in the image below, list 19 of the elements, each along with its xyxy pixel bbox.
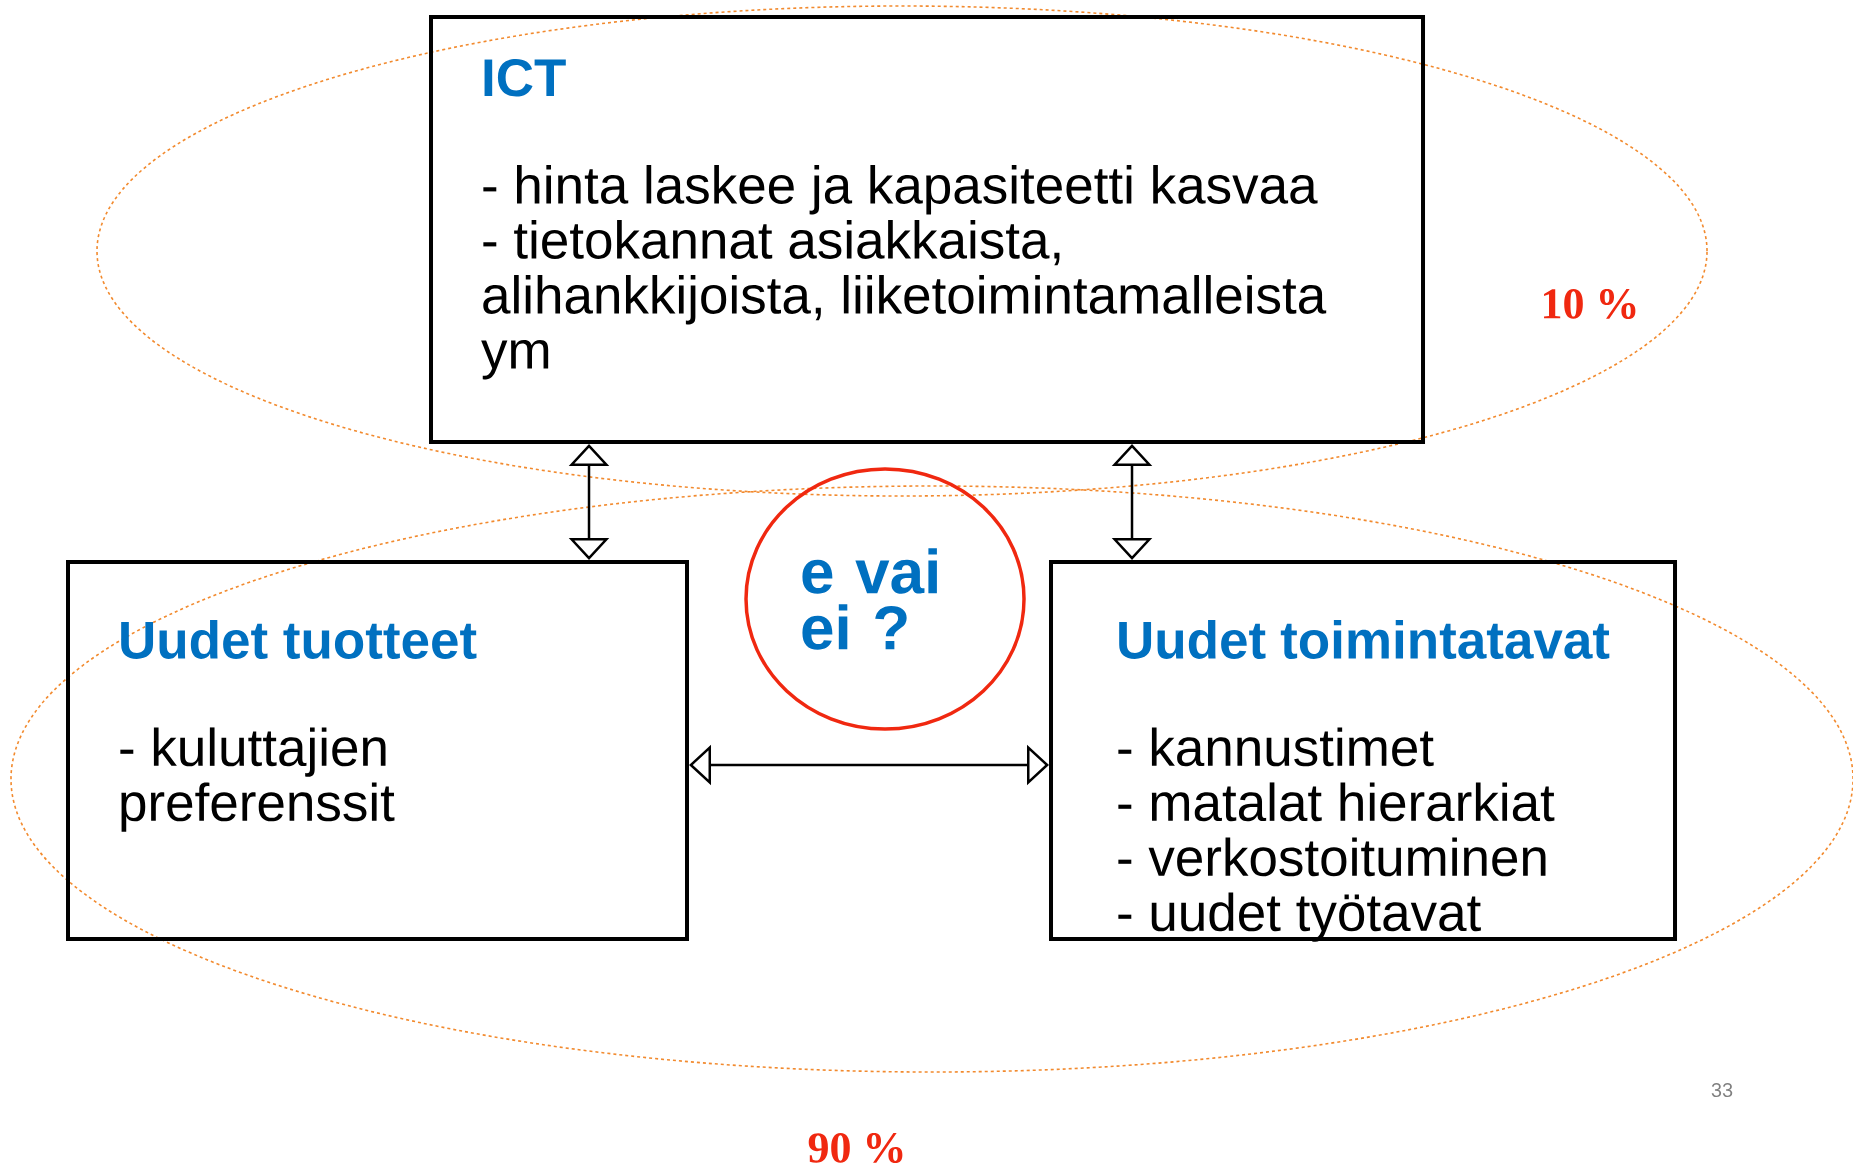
double-arrow <box>689 744 1049 786</box>
bullet-text: - uudet työtavat <box>1118 892 1481 942</box>
bullet-text: - matalat hierarkiat <box>1118 782 1555 822</box>
bullet-text: - hinta laskee ja kapasiteetti kasvaa <box>483 165 1318 215</box>
box-heading: Uudet toimintatavat <box>1119 620 1610 659</box>
percentage-label: 90 % <box>808 1133 903 1163</box>
text-box <box>66 560 689 941</box>
box-heading: Uudet tuotteet <box>121 620 477 659</box>
text-box <box>1049 560 1677 942</box>
double-arrow <box>1111 444 1153 560</box>
text-box <box>429 15 1425 444</box>
percentage-label: 10 % <box>1544 289 1636 319</box>
bullet-text: - tietokannat asiakkaista, alihankkijoista, liiketoimintamalleista ym <box>481 220 1327 380</box>
box-heading: ICT <box>484 59 566 97</box>
bullet-text: - kuluttajien preferenssit <box>120 727 395 832</box>
page-number: 33 <box>1711 1082 1733 1098</box>
bullet-text: - verkostoituminen <box>1118 837 1546 877</box>
double-arrow <box>568 444 610 560</box>
bullet-text: - kannustimet <box>1118 727 1434 767</box>
